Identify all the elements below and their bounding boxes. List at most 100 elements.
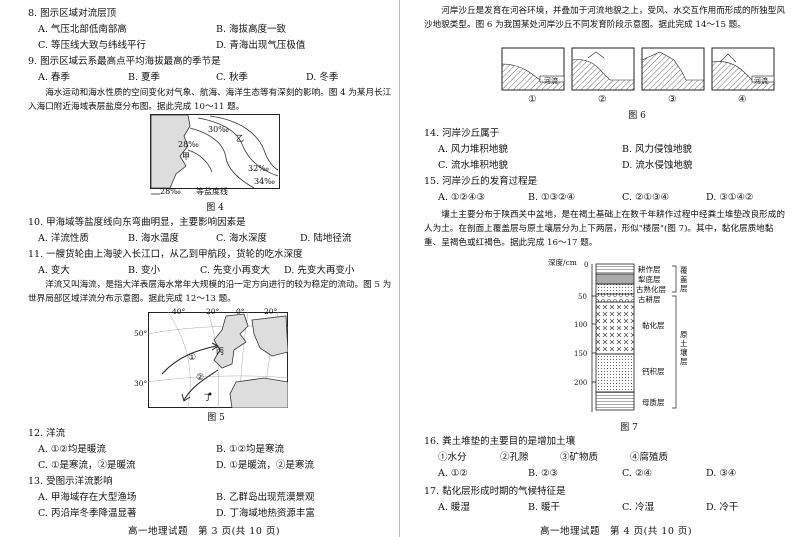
q10-option-c: C. 海水深度: [216, 233, 267, 244]
q15-stem: 15. 河岸沙丘的发育过程是: [424, 176, 538, 187]
fig6-panel-3: [641, 47, 705, 91]
fig5-label-2: ②: [196, 373, 205, 383]
fig4-label-jia: 甲: [182, 152, 190, 161]
fig4-label-34: 34‰: [254, 177, 275, 186]
q12-option-a: A. ①②均是暖流: [38, 444, 106, 455]
q16-option-d: D. ③④: [706, 468, 737, 479]
fig4-label-32: 32‰: [248, 164, 269, 173]
q14-option-a: A. 风力堆积地貌: [438, 144, 508, 155]
fig7-layer-parent: 母质层: [642, 398, 665, 407]
page-3-footer: 高一地理试题 第 3 页(共 10 页): [128, 526, 281, 537]
q17-option-c: C. 冷湿: [622, 502, 654, 513]
fig4-label-30: 30‰: [208, 125, 229, 134]
fig5-lon-40: 40°: [172, 307, 186, 316]
q13-stem: 13. 受图示洋流影响: [28, 476, 113, 487]
fig7-depth-50: 50: [578, 293, 587, 301]
q8-option-a: A. 气压北部低南部高: [38, 24, 127, 35]
q13-option-d: D. 丁海域地热资源丰富: [216, 508, 315, 519]
fig7-layer-plough: 耕作层: [638, 265, 661, 274]
q16-option-c: C. ②④: [622, 468, 653, 479]
q15-option-d: D. ③①④②: [706, 192, 754, 203]
fig6-caption: 图 6: [628, 111, 646, 121]
q16-item-2: ②孔隙: [500, 452, 529, 463]
figure-7-soil-profile: [591, 263, 677, 412]
fig7-depth-0: 0: [584, 261, 589, 269]
q12-option-b: B. ①②均是寒流: [216, 444, 285, 455]
q14-stem: 14. 河岸沙丘属于: [424, 128, 500, 139]
q17-option-d: D. 冷干: [706, 502, 739, 513]
fig5-lon-0: 0°: [236, 307, 245, 316]
fig6-panel-2: [571, 47, 635, 91]
q16-item-4: ④腐殖质: [630, 452, 669, 463]
page-4-footer: 高一地理试题 第 4 页(共 10 页): [540, 526, 693, 537]
q14-option-b: B. 风力侵蚀地貌: [622, 144, 693, 155]
q11-option-c: C. 先变小再变大: [200, 265, 270, 276]
q17-option-a: A. 暖湿: [438, 502, 470, 513]
fig7-depth-200: 200: [574, 379, 588, 387]
q16-item-3: ③矿物质: [560, 452, 599, 463]
fig5-label-bing: 丙: [216, 347, 224, 356]
q13-option-c: C. 丙沿岸冬季降温显著: [38, 508, 137, 519]
passage-10-11: 海水运动和海水性质的空间变化对气象、航海、海洋生态等有深刻的影响。图 4 为某月…: [28, 88, 392, 112]
fig4-label-28: 28‰: [178, 140, 199, 149]
q17-stem: 17. 黏化层形成时期的气候特征是: [424, 486, 566, 497]
page-divider: [399, 0, 400, 537]
q16-option-a: A. ①②: [438, 468, 468, 479]
q10-stem: 10. 甲海域等盐度线向东弯曲明显，主要影响因素是: [28, 217, 246, 228]
q11-option-a: A. 变大: [38, 265, 70, 276]
fig5-lon-20e: 20°: [264, 307, 278, 316]
fig7-layer-ancient-tillage: 古耕层: [638, 295, 661, 304]
fig6-stage-4: ④: [738, 94, 747, 105]
fig7-layer-plowpan: 犁底层: [638, 275, 661, 284]
q14-option-d: D. 流水侵蚀地貌: [622, 160, 693, 171]
q11-option-d: D. 先变大再变小: [284, 265, 355, 276]
q12-option-c: C. ①是寒流，②是暖流: [38, 460, 136, 471]
q11-stem: 11. 一艘货轮由上海驶入长江口，从乙到甲航段，货轮的吃水深度: [28, 249, 303, 260]
q9-stem: 9. 图示区域云系最高点平均海拔最高的季节是: [28, 56, 221, 67]
fig6-panel-4: [711, 47, 775, 91]
fig4-legend-text: 等盐度线: [196, 187, 228, 196]
fig6-stage-3: ③: [668, 94, 677, 105]
fig4-label-yi: 乙: [236, 134, 244, 143]
q10-option-b: B. 海水温度: [128, 233, 180, 244]
fig5-lon-20w: 20°: [206, 307, 220, 316]
fig7-caption: 图 7: [620, 423, 638, 433]
fig7-layer-ancient-mature: 古熟化层: [636, 285, 666, 294]
q17-option-b: B. 暖干: [528, 502, 561, 513]
q8-option-c: C. 等压线大致与纬线平行: [38, 40, 146, 51]
fig5-lat-30: 30°: [134, 379, 148, 388]
fig7-depth-100: 100: [574, 321, 588, 329]
q11-option-b: B. 变小: [128, 265, 161, 276]
fig7-group-cover: 覆盖层: [680, 266, 688, 293]
fig7-group-original: 原土壤层: [680, 330, 688, 366]
fig5-lat-50: 50°: [134, 329, 148, 338]
q10-option-a: A. 洋流性质: [38, 233, 89, 244]
q15-option-c: C. ②①③④: [622, 192, 670, 203]
q9-option-a: A. 春季: [38, 72, 70, 83]
passage-12-13: 洋流又叫海流，是指大洋表层海水常年大规模的沿一定方向进行的较为稳定的流动。图 5…: [28, 280, 392, 304]
fig7-depth-150: 150: [574, 350, 588, 358]
fig4-caption: 图 4: [206, 203, 224, 213]
q8-stem: 8. 图示区域对流层顶: [28, 8, 117, 19]
q13-option-a: A. 甲海域存在大型渔场: [38, 492, 137, 503]
fig6-river-label-1: 河流: [544, 77, 558, 85]
fig6-stage-1: ①: [528, 94, 537, 105]
passage-16-17: 塿土主要分布于陕西关中盆地，是在褐土基础上在数千年耕作过程中经粪土堆垫改良形成的…: [424, 210, 785, 248]
page-3: 8. 图示区域对流层顶 A. 气压北部低南部高 B. 海拔高度一致 C. 等压线…: [28, 8, 392, 537]
q16-stem: 16. 粪土堆垫的主要目的是增加土壤: [424, 436, 576, 447]
fig7-layer-calcic: 钙积层: [642, 367, 665, 376]
fig6-river-label-4: 河流: [754, 77, 768, 85]
q15-option-b: B. ①③②④: [528, 192, 576, 203]
q16-item-1: ①水分: [438, 452, 467, 463]
q9-option-c: C. 秋季: [216, 72, 248, 83]
q8-option-d: D. 青海出现气压极值: [216, 40, 306, 51]
fig5-label-ding: 丁: [204, 393, 212, 402]
fig7-layer-argillic: 黏化层: [642, 321, 665, 330]
fig7-depth-title: 深度/cm: [548, 258, 577, 267]
passage-14-15: 河岸沙丘是发育在河谷环境，并叠加于河流地貌之上，受风、水交互作用而形成的所独型风…: [424, 6, 785, 30]
q10-option-d: D. 陆地径流: [300, 233, 352, 244]
fig5-caption: 图 5: [207, 413, 225, 423]
figure-6-stages: [501, 47, 775, 91]
fig6-stage-2: ②: [598, 94, 607, 105]
fig5-label-1: ①: [188, 353, 197, 363]
